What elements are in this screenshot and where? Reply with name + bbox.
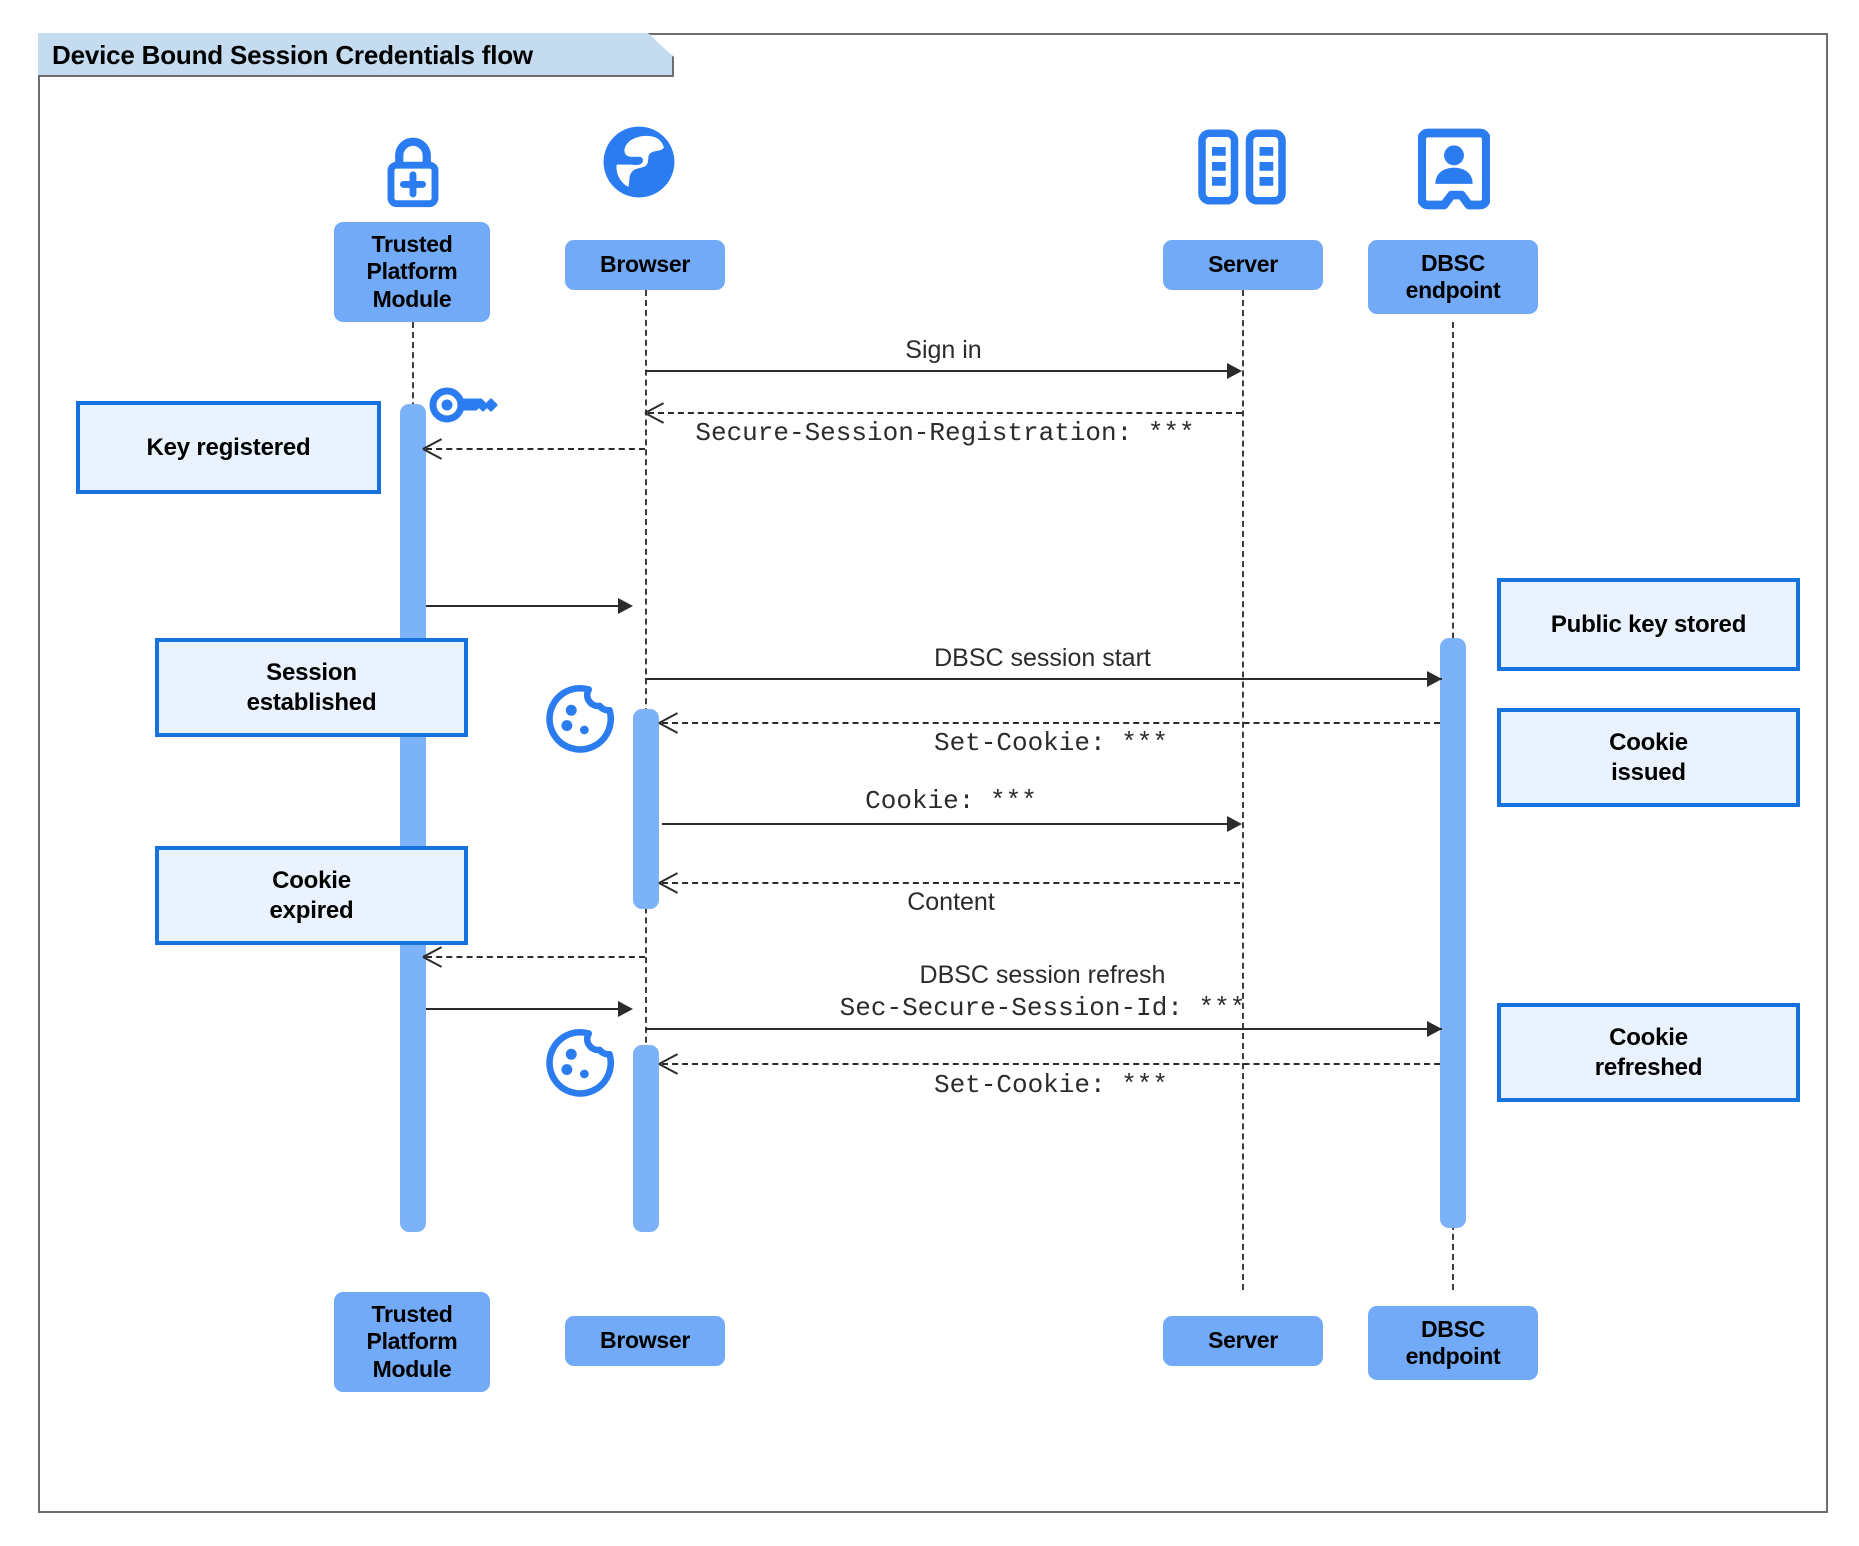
- message-label-set-cookie-2: Set-Cookie: ***: [933, 1070, 1169, 1100]
- activation-tpm: [400, 404, 426, 1232]
- participant-label: Trusted Platform Module: [366, 231, 458, 312]
- message-line-sign-in: [645, 370, 1240, 372]
- lock-plus-icon: [369, 128, 457, 221]
- diagram-title-tab: [38, 33, 674, 77]
- participant-label: Trusted Platform Module: [366, 1301, 458, 1382]
- id-badge-icon: [1417, 128, 1491, 215]
- note-text: Cookie expired: [270, 866, 354, 925]
- message-line-dbsc-session-refresh: [645, 1028, 1442, 1030]
- participant-label: DBSC endpoint: [1405, 1315, 1501, 1369]
- note-cookie-expired: Cookie expired: [155, 846, 468, 945]
- note-text: Cookie issued: [1609, 728, 1688, 787]
- message-label-secure-session-registration: Secure-Session-Registration: ***: [695, 418, 1195, 448]
- arrowhead-right-icon: [1227, 816, 1242, 832]
- note-cookie-refreshed: Cookie refreshed: [1497, 1003, 1800, 1102]
- participant-tpm-top[interactable]: Trusted Platform Module: [334, 222, 490, 322]
- message-label-set-cookie-1: Set-Cookie: ***: [933, 728, 1169, 758]
- message-line-secure-session-registration: [648, 412, 1242, 414]
- diagram-title-wrap: Device Bound Session Credentials flow: [38, 33, 674, 77]
- message-line-browser-to-tpm-register: [426, 448, 645, 450]
- activation-browser-refresh: [633, 1045, 659, 1232]
- participant-browser-bottom[interactable]: Browser: [565, 1316, 725, 1366]
- activation-dbsc: [1440, 638, 1466, 1228]
- note-text-line-1: Session: [266, 659, 357, 687]
- note-text: Key registered: [146, 433, 311, 461]
- note-text-line-1: Cookie: [272, 867, 351, 895]
- participant-dbsc-top[interactable]: DBSC endpoint: [1368, 240, 1538, 314]
- cookie-icon: [545, 1028, 615, 1103]
- activation-browser-cookie: [633, 709, 659, 909]
- note-text: Session established: [247, 658, 377, 717]
- message-label-cookie: Cookie: ***: [865, 786, 1037, 816]
- participant-label: Server: [1208, 251, 1278, 278]
- message-line-tpm-to-browser-refresh: [426, 1008, 631, 1010]
- note-text: Public key stored: [1550, 610, 1747, 638]
- note-session-established: Session established: [155, 638, 468, 737]
- participant-label: Browser: [600, 251, 690, 278]
- message-label-sec-secure-session-id: Sec-Secure-Session-Id: ***: [839, 993, 1246, 1023]
- message-line-dbsc-session-start: [645, 678, 1442, 680]
- note-public-key-stored: Public key stored: [1497, 578, 1800, 671]
- page-title: Device Bound Session Credentials flow: [52, 39, 533, 70]
- arrowhead-right-icon: [1427, 1021, 1442, 1037]
- participant-browser-top[interactable]: Browser: [565, 240, 725, 290]
- message-line-browser-to-tpm-refresh: [426, 956, 645, 958]
- participant-dbsc-bottom[interactable]: DBSC endpoint: [1368, 1306, 1538, 1380]
- cookie-icon: [545, 684, 615, 759]
- message-label-dbsc-session-start: DBSC session start: [934, 644, 1151, 672]
- message-line-cookie: [662, 823, 1240, 825]
- message-label-content: Content: [907, 888, 995, 916]
- note-text-line-1: Cookie: [1609, 729, 1688, 757]
- participant-label: DBSC endpoint: [1405, 249, 1501, 303]
- note-text-line-2: established: [246, 688, 377, 716]
- message-line-content: [662, 882, 1240, 884]
- participant-server-top[interactable]: Server: [1163, 240, 1323, 290]
- arrowhead-right-icon: [618, 1001, 633, 1017]
- message-line-set-cookie-2: [662, 1063, 1440, 1065]
- note-cookie-issued: Cookie issued: [1497, 708, 1800, 807]
- arrowhead-right-icon: [1227, 363, 1242, 379]
- globe-icon: [597, 120, 681, 209]
- note-key-registered: Key registered: [76, 401, 381, 494]
- note-text: Cookie refreshed: [1595, 1023, 1703, 1082]
- note-text-line-1: Cookie: [1609, 1024, 1688, 1052]
- participant-tpm-bottom[interactable]: Trusted Platform Module: [334, 1292, 490, 1392]
- note-text-line-2: issued: [1611, 758, 1686, 786]
- arrowhead-left-open-icon: [423, 947, 441, 965]
- message-line-tpm-to-browser-key: [426, 605, 631, 607]
- participant-server-bottom[interactable]: Server: [1163, 1316, 1323, 1366]
- key-icon: [428, 379, 498, 436]
- arrowhead-left-open-icon: [423, 439, 441, 457]
- arrowhead-right-icon: [1427, 671, 1442, 687]
- note-text-line-2: expired: [269, 896, 354, 924]
- participant-label: Server: [1208, 1327, 1278, 1354]
- message-label-dbsc-session-refresh: DBSC session refresh: [919, 961, 1166, 989]
- message-line-set-cookie-1: [662, 722, 1440, 724]
- server-rack-icon: [1197, 128, 1287, 211]
- lifeline-server: [1242, 290, 1244, 1290]
- participant-label: Browser: [600, 1327, 690, 1354]
- arrowhead-right-icon: [618, 598, 633, 614]
- note-text-line-2: refreshed: [1594, 1053, 1703, 1081]
- message-label-sign-in: Sign in: [905, 336, 982, 364]
